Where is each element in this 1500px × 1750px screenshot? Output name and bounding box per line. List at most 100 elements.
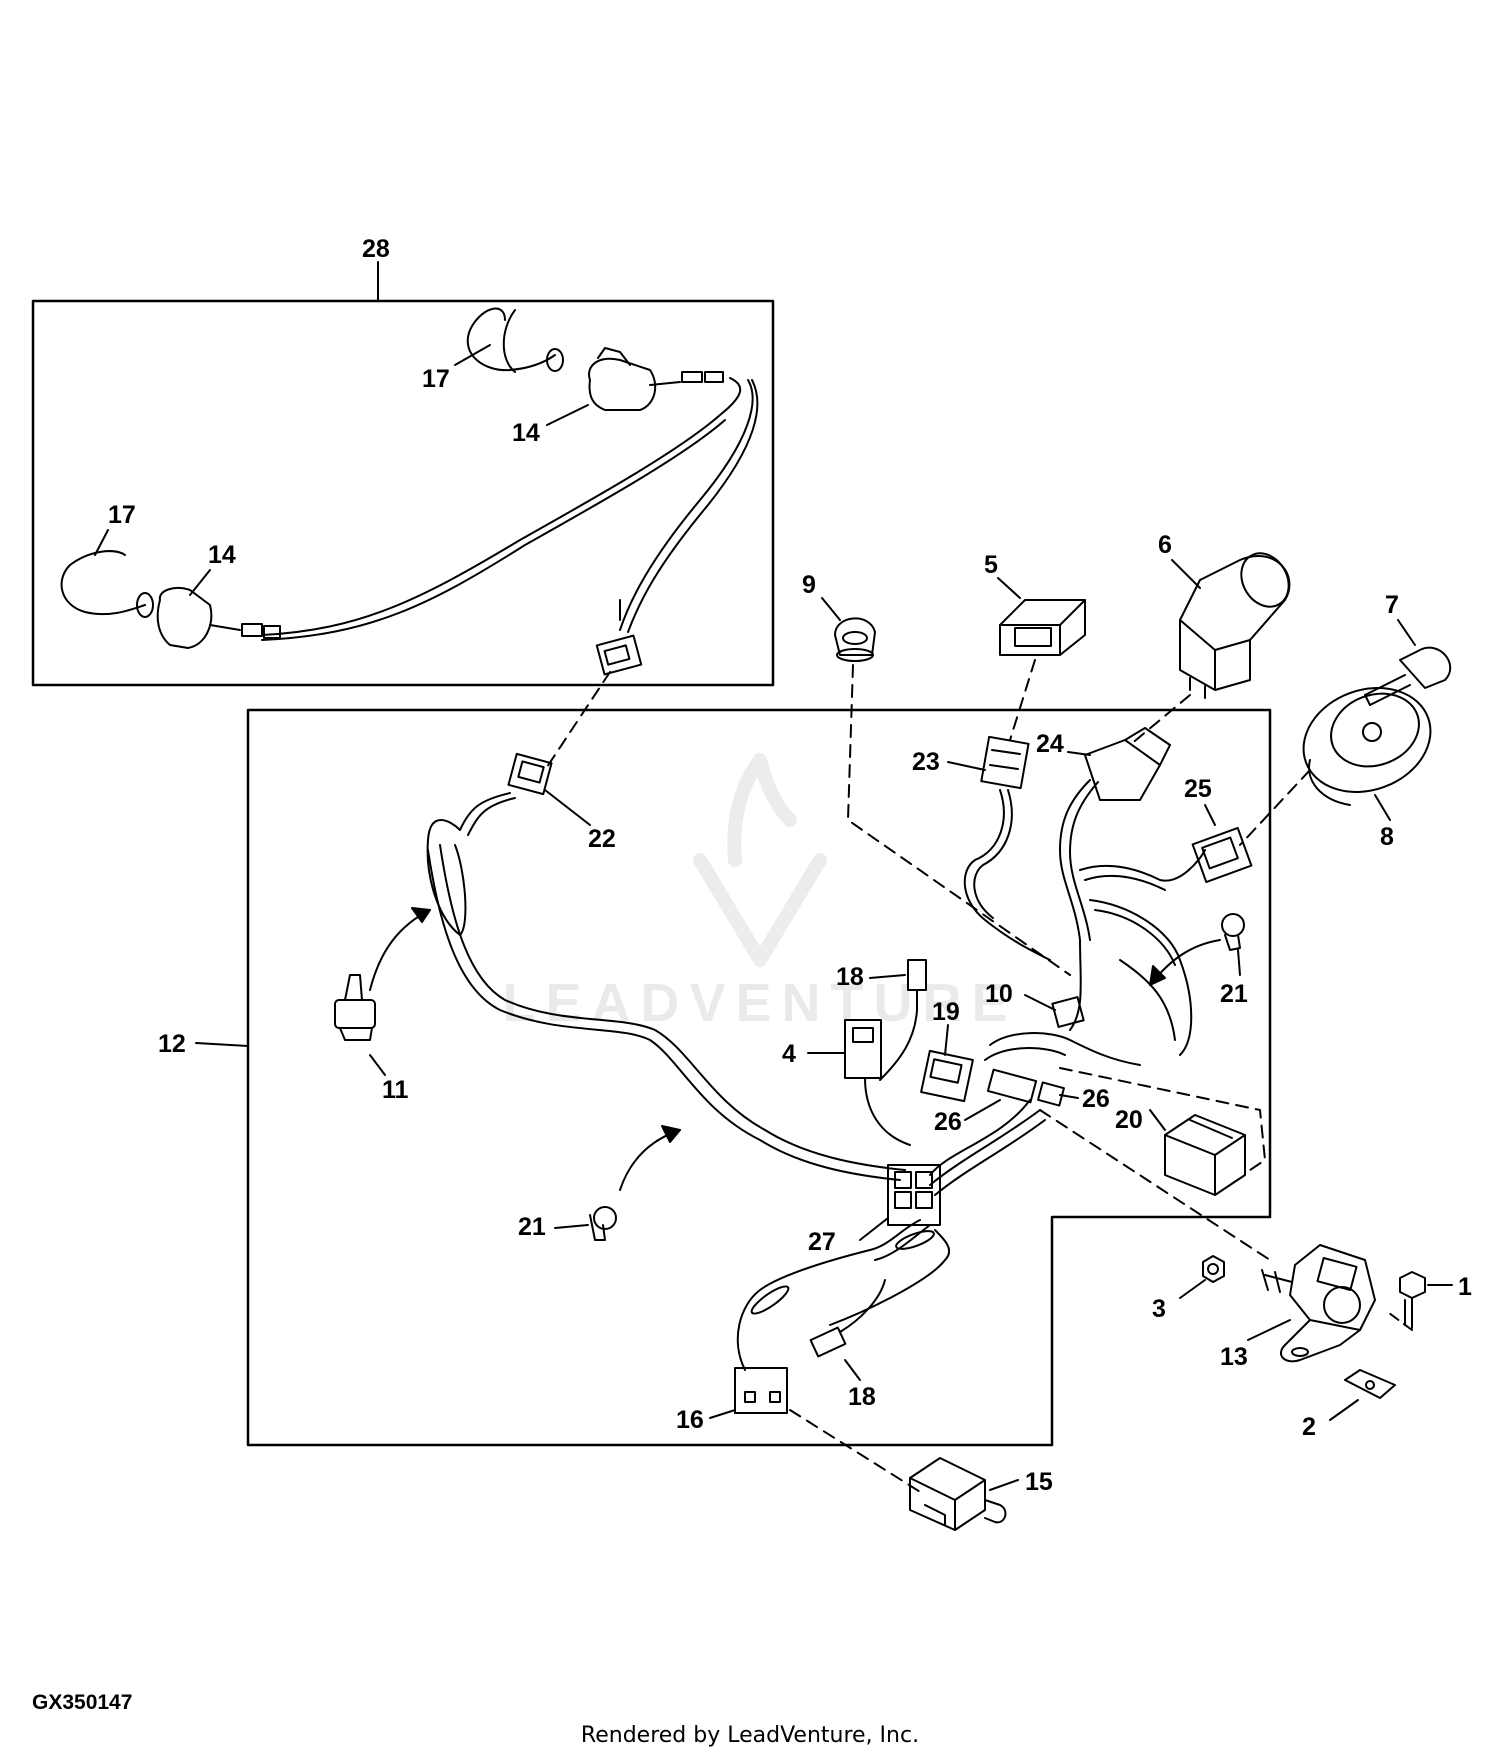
- upper-harness-bundle: [963, 779, 1206, 1056]
- footer-credit: Rendered by LeadVenture, Inc.: [580, 1723, 920, 1748]
- nut-3: [1202, 1255, 1225, 1283]
- dash-6-to-24: [1129, 694, 1191, 746]
- callout-6: 6: [1158, 531, 1172, 559]
- callout-18-lower: 18: [848, 1383, 876, 1411]
- leader-18-upper: [869, 974, 906, 979]
- leader-17-upper: [454, 344, 491, 366]
- leader-17-lower: [94, 529, 109, 556]
- clip-21-upper: [1221, 913, 1245, 951]
- kit-28-frame: [31, 299, 775, 687]
- callout-26b: 26: [1082, 1085, 1110, 1113]
- dash-harness-to-13: [1039, 1109, 1271, 1261]
- leader-9: [821, 597, 841, 621]
- callout-12: 12: [158, 1030, 186, 1058]
- connector-27: [887, 1164, 941, 1226]
- dash-5-to-23: [1009, 659, 1036, 741]
- connector-23: [980, 735, 1030, 790]
- callout-4: 4: [782, 1040, 796, 1068]
- leader-2: [1329, 1399, 1359, 1421]
- callout-16: 16: [676, 1406, 704, 1434]
- dash-8-to-25: [1239, 769, 1311, 846]
- leader-21-upper: [1237, 949, 1241, 976]
- arrow-11-head: [411, 907, 431, 923]
- connector-10: [1051, 996, 1085, 1028]
- terminal-18-upper: [879, 959, 927, 1081]
- leader-18-lower: [844, 1359, 861, 1381]
- callout-3: 3: [1152, 1295, 1166, 1323]
- callout-17-lower: 17: [108, 501, 136, 529]
- connectors-26: [984, 1032, 1141, 1107]
- watermark-logo: [693, 753, 827, 967]
- leader-26b: [1059, 1094, 1079, 1099]
- callout-9: 9: [802, 571, 816, 599]
- leader-14-lower: [189, 569, 211, 596]
- dash-16-to-15: [789, 1409, 926, 1496]
- arrow-21-upper-head: [1149, 965, 1166, 986]
- callout-15: 15: [1025, 1468, 1053, 1496]
- dash-kit-to-22: [544, 671, 611, 771]
- terminal-18-lower: [809, 1279, 886, 1358]
- dash-9: [847, 664, 1071, 976]
- callout-17-upper: 17: [422, 365, 450, 393]
- callout-28: 28: [362, 235, 390, 263]
- leader-7: [1397, 619, 1416, 646]
- callout-14-upper: 14: [512, 419, 540, 447]
- hour-meter-5: [999, 599, 1086, 656]
- switch-15: [909, 1457, 1007, 1531]
- leader-10: [1024, 994, 1056, 1011]
- callout-19: 19: [932, 998, 960, 1026]
- leader-25: [1204, 804, 1216, 826]
- bolt-1: [1399, 1271, 1426, 1329]
- leader-3: [1179, 1279, 1206, 1299]
- callout-26a: 26: [934, 1108, 962, 1136]
- ignition-switch-8: [1302, 687, 1432, 806]
- connector-24: [1084, 727, 1171, 801]
- main-harness-loop: [426, 792, 906, 1181]
- key-7: [1364, 646, 1452, 706]
- leader-23: [947, 761, 986, 771]
- callout-13: 13: [1220, 1343, 1248, 1371]
- leader-5: [997, 577, 1021, 599]
- switch-6: [1179, 552, 1291, 699]
- clip-11: [334, 974, 376, 1041]
- leader-24: [1067, 751, 1091, 756]
- light-harness-wires: [261, 377, 759, 641]
- relay-20: [1164, 1114, 1246, 1196]
- callout-14-lower: 14: [208, 541, 236, 569]
- leader-6: [1171, 559, 1201, 589]
- leader-21-lower: [554, 1224, 589, 1229]
- lower-harness-bundle: [736, 1099, 1046, 1371]
- callout-24: 24: [1036, 730, 1064, 758]
- solenoid-13: [1261, 1244, 1376, 1363]
- callout-8: 8: [1380, 823, 1394, 851]
- leader-12: [195, 1042, 249, 1047]
- clip-21-lower: [589, 1206, 617, 1241]
- callout-10: 10: [985, 980, 1013, 1008]
- leader-14-upper: [546, 404, 589, 426]
- watermark-text: LEADVENTURE: [502, 973, 1018, 1033]
- callout-1: 1: [1458, 1273, 1472, 1301]
- leader-8: [1374, 794, 1391, 821]
- callout-23: 23: [912, 748, 940, 776]
- leader-27: [859, 1217, 889, 1241]
- callout-11: 11: [382, 1076, 409, 1104]
- leader-11: [369, 1054, 386, 1076]
- leader-15: [989, 1479, 1019, 1491]
- leader-19: [944, 1024, 949, 1056]
- connector-25: [1191, 826, 1253, 884]
- leader-22: [544, 789, 591, 826]
- callout-2: 2: [1302, 1413, 1316, 1441]
- leader-26a: [964, 1099, 1001, 1121]
- connector-4: [844, 1019, 911, 1146]
- connector-22: [507, 752, 553, 796]
- clip-2: [1344, 1369, 1396, 1399]
- leader-13: [1247, 1319, 1291, 1341]
- arrow-21-lower-head: [661, 1125, 681, 1143]
- callout-20: 20: [1115, 1106, 1143, 1134]
- callout-27: 27: [808, 1228, 836, 1256]
- callout-21-upper: 21: [1220, 980, 1248, 1008]
- harness-12-frame: [246, 708, 1272, 1447]
- callout-22: 22: [588, 825, 616, 853]
- callout-7: 7: [1385, 591, 1399, 619]
- button-9: [834, 617, 876, 662]
